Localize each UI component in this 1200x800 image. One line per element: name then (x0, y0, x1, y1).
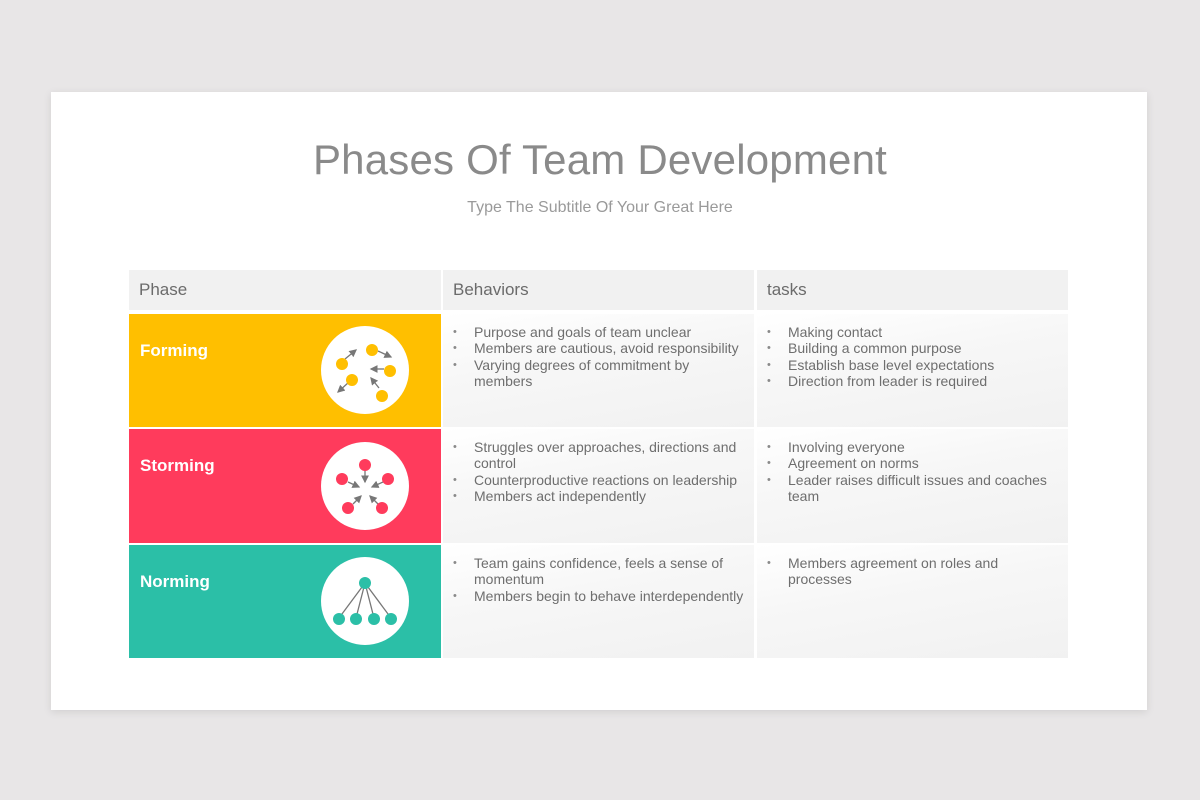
slide-subtitle: Type The Subtitle Of Your Great Here (467, 199, 733, 216)
task-item: Building a common purpose (767, 340, 1058, 357)
tasks-cell-forming: Making contact Building a common purpose… (757, 314, 1068, 427)
slide-title: Phases Of Team Development (312, 136, 888, 183)
behavior-item: Counterproductive reactions on leadershi… (453, 472, 744, 489)
hierarchy-nodes-icon (321, 557, 409, 645)
header-behaviors: Behaviors (443, 270, 754, 310)
behavior-item: Struggles over approaches, directions an… (453, 439, 744, 472)
scattered-nodes-icon (321, 326, 409, 414)
header-tasks: tasks (757, 270, 1068, 310)
behavior-item: Purpose and goals of team unclear (453, 324, 744, 341)
task-item: Making contact (767, 324, 1058, 341)
converging-nodes-icon (321, 442, 409, 530)
task-item: Agreement on norms (767, 455, 1058, 472)
behaviors-cell-norming: Team gains confidence, feels a sense of … (443, 545, 754, 658)
tasks-cell-norming: Members agreement on roles and processes (757, 545, 1068, 658)
behavior-item: Varying degrees of commitment by members (453, 357, 744, 390)
task-item: Members agreement on roles and processes (767, 555, 1058, 588)
phase-cell-norming: Norming (129, 545, 441, 658)
phase-cell-storming: Storming (129, 429, 441, 543)
task-item: Leader raises difficult issues and coach… (767, 472, 1058, 505)
task-item: Direction from leader is required (767, 373, 1058, 390)
header-phase: Phase (129, 270, 441, 310)
phase-label: Storming (140, 456, 215, 475)
behavior-item: Members are cautious, avoid responsibili… (453, 340, 744, 357)
behaviors-cell-storming: Struggles over approaches, directions an… (443, 429, 754, 543)
phase-label: Forming (140, 341, 208, 360)
behavior-item: Members begin to behave interdependently (453, 588, 744, 605)
behavior-item: Team gains confidence, feels a sense of … (453, 555, 744, 588)
behavior-item: Members act independently (453, 488, 744, 505)
phase-cell-forming: Forming (129, 314, 441, 427)
behaviors-cell-forming: Purpose and goals of team unclear Member… (443, 314, 754, 427)
phase-label: Norming (140, 572, 210, 591)
task-item: Involving everyone (767, 439, 1058, 456)
task-item: Establish base level expectations (767, 357, 1058, 374)
tasks-cell-storming: Involving everyone Agreement on norms Le… (757, 429, 1068, 543)
